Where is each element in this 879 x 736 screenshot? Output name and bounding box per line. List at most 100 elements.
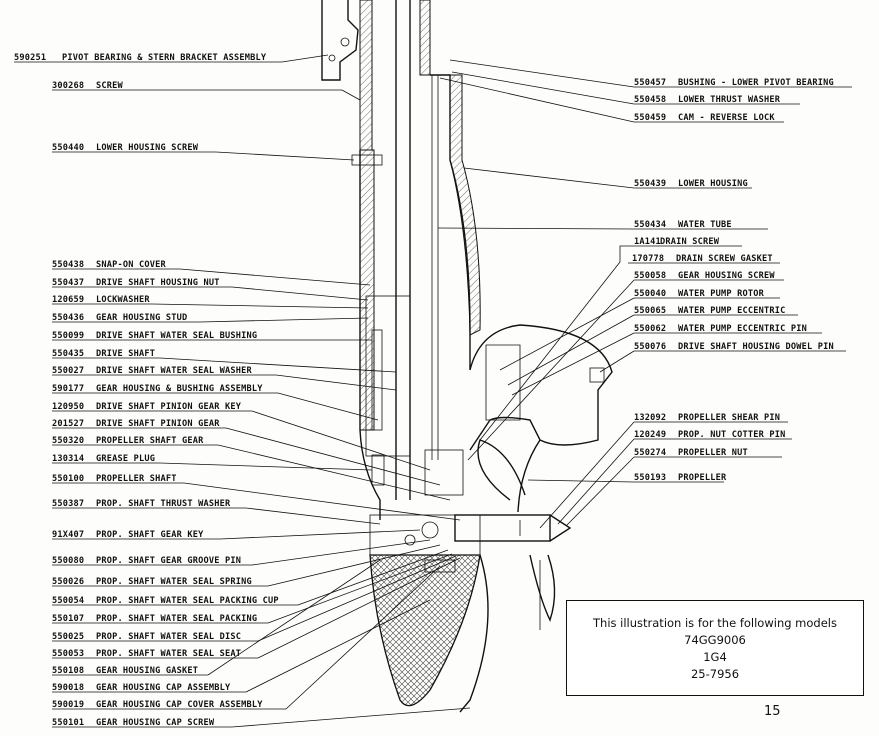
svg-text:GREASE PLUG: GREASE PLUG	[96, 454, 155, 464]
svg-text:120659: 120659	[52, 295, 84, 305]
svg-text:DRAIN SCREW: DRAIN SCREW	[660, 237, 720, 247]
callout-left-23: 550053 PROP. SHAFT WATER SEAL SEAT	[52, 557, 461, 659]
svg-text:PROP. SHAFT WATER SEAL DISC: PROP. SHAFT WATER SEAL DISC	[96, 632, 241, 642]
svg-text:PROP. SHAFT GEAR KEY: PROP. SHAFT GEAR KEY	[96, 530, 204, 540]
svg-text:WATER PUMP ROTOR: WATER PUMP ROTOR	[678, 289, 765, 299]
svg-text:WATER PUMP ECCENTRIC PIN: WATER PUMP ECCENTRIC PIN	[678, 324, 807, 334]
svg-text:GEAR HOUSING CAP COVER ASSEMBL: GEAR HOUSING CAP COVER ASSEMBLY	[96, 700, 263, 710]
svg-text:550101: 550101	[52, 718, 84, 728]
svg-text:550040: 550040	[634, 289, 666, 299]
svg-text:GEAR HOUSING STUD: GEAR HOUSING STUD	[96, 313, 187, 323]
svg-text:550025: 550025	[52, 632, 84, 642]
callout-left-20: 550054 PROP. SHAFT WATER SEAL PACKING CUP	[52, 549, 449, 606]
svg-text:SCREW: SCREW	[96, 81, 123, 91]
svg-text:LOWER HOUSING: LOWER HOUSING	[678, 179, 748, 189]
callout-right-15: 550193 PROPELLER	[527, 473, 727, 483]
svg-text:DRIVE SHAFT WATER SEAL WASHER: DRIVE SHAFT WATER SEAL WASHER	[96, 366, 252, 376]
callout-left-9: 550027 DRIVE SHAFT WATER SEAL WASHER	[52, 366, 397, 391]
svg-text:WATER PUMP ECCENTRIC: WATER PUMP ECCENTRIC	[678, 306, 785, 316]
svg-text:1A141: 1A141	[634, 237, 661, 247]
svg-text:PROP. SHAFT GEAR GROOVE PIN: PROP. SHAFT GEAR GROOVE PIN	[96, 556, 241, 566]
svg-text:GEAR HOUSING SCREW: GEAR HOUSING SCREW	[678, 271, 775, 281]
svg-text:550274: 550274	[634, 448, 666, 458]
model-box-heading: This illustration is for the following m…	[593, 616, 837, 630]
svg-text:DRIVE SHAFT PINION GEAR: DRIVE SHAFT PINION GEAR	[96, 419, 220, 429]
svg-text:590018: 590018	[52, 683, 84, 693]
svg-text:590019: 590019	[52, 700, 84, 710]
callout-left-1: 300268 SCREW	[52, 81, 361, 101]
callout-left-6: 550436 GEAR HOUSING STUD	[52, 313, 369, 323]
svg-text:120950: 120950	[52, 402, 84, 412]
svg-text:SNAP-ON COVER: SNAP-ON COVER	[96, 260, 166, 270]
svg-text:DRAIN SCREW GASKET: DRAIN SCREW GASKET	[676, 254, 773, 264]
svg-text:550099: 550099	[52, 331, 84, 341]
svg-text:300268: 300268	[52, 81, 84, 91]
svg-text:PROP. SHAFT WATER SEAL SEAT: PROP. SHAFT WATER SEAL SEAT	[96, 649, 241, 659]
callout-left-0: 590251 PIVOT BEARING & STERN BRACKET ASSE…	[14, 53, 329, 63]
svg-text:PROPELLER SHAFT GEAR: PROPELLER SHAFT GEAR	[96, 436, 204, 446]
svg-text:550459: 550459	[634, 113, 666, 123]
callout-left-25: 590018 GEAR HOUSING CAP ASSEMBLY	[52, 599, 431, 693]
model-number: 25-7956	[690, 667, 740, 681]
callout-left-12: 201527 DRIVE SHAFT PINION GEAR	[52, 419, 441, 486]
svg-text:550100: 550100	[52, 474, 84, 484]
svg-text:590251: 590251	[14, 53, 46, 63]
svg-text:550054: 550054	[52, 596, 84, 606]
svg-text:550027: 550027	[52, 366, 84, 376]
svg-text:PROP. SHAFT WATER SEAL SPRING: PROP. SHAFT WATER SEAL SPRING	[96, 577, 252, 587]
model-applicability-box: This illustration is for the following m…	[566, 600, 864, 696]
svg-text:PROP. SHAFT THRUST WASHER: PROP. SHAFT THRUST WASHER	[96, 499, 231, 509]
svg-text:550107: 550107	[52, 614, 84, 624]
svg-text:CAM - REVERSE LOCK: CAM - REVERSE LOCK	[678, 113, 775, 123]
svg-text:WATER TUBE: WATER TUBE	[678, 220, 732, 230]
page-number: 15	[764, 704, 781, 719]
svg-text:550193: 550193	[634, 473, 666, 483]
svg-text:550439: 550439	[634, 179, 666, 189]
svg-text:120249: 120249	[634, 430, 666, 440]
svg-text:LOWER HOUSING SCREW: LOWER HOUSING SCREW	[96, 143, 199, 153]
svg-text:550320: 550320	[52, 436, 84, 446]
svg-text:550436: 550436	[52, 313, 84, 323]
svg-text:550053: 550053	[52, 649, 84, 659]
svg-text:PROPELLER: PROPELLER	[678, 473, 727, 483]
svg-text:DRIVE SHAFT HOUSING DOWEL PIN: DRIVE SHAFT HOUSING DOWEL PIN	[678, 342, 834, 352]
svg-text:PIVOT BEARING & STERN BRACKET: PIVOT BEARING & STERN BRACKET ASSEMBLY	[62, 53, 267, 63]
callout-right-4: 550434 WATER TUBE	[437, 220, 768, 230]
svg-text:DRIVE SHAFT WATER SEAL BUSHING: DRIVE SHAFT WATER SEAL BUSHING	[96, 331, 257, 341]
model-number: 1G4	[703, 650, 727, 664]
svg-text:PROP. SHAFT WATER SEAL PACKING: PROP. SHAFT WATER SEAL PACKING CUP	[96, 596, 279, 606]
svg-text:PROPELLER SHAFT: PROPELLER SHAFT	[96, 474, 177, 484]
svg-text:550440: 550440	[52, 143, 84, 153]
svg-text:590177: 590177	[52, 384, 84, 394]
callout-left-22: 550025 PROP. SHAFT WATER SEAL DISC	[52, 555, 457, 642]
callout-left-7: 550099 DRIVE SHAFT WATER SEAL BUSHING	[52, 331, 372, 341]
callout-left-13: 550320 PROPELLER SHAFT GEAR	[52, 436, 451, 501]
lower-unit-drawing	[321, 0, 613, 713]
svg-text:550437: 550437	[52, 278, 84, 288]
svg-text:550458: 550458	[634, 95, 666, 105]
svg-text:GEAR HOUSING CAP ASSEMBLY: GEAR HOUSING CAP ASSEMBLY	[96, 683, 231, 693]
svg-text:201527: 201527	[52, 419, 84, 429]
svg-text:550108: 550108	[52, 666, 84, 676]
svg-text:550434: 550434	[634, 220, 666, 230]
svg-text:BUSHING - LOWER PIVOT BEARING: BUSHING - LOWER PIVOT BEARING	[678, 78, 834, 88]
svg-text:132092: 132092	[634, 413, 666, 423]
